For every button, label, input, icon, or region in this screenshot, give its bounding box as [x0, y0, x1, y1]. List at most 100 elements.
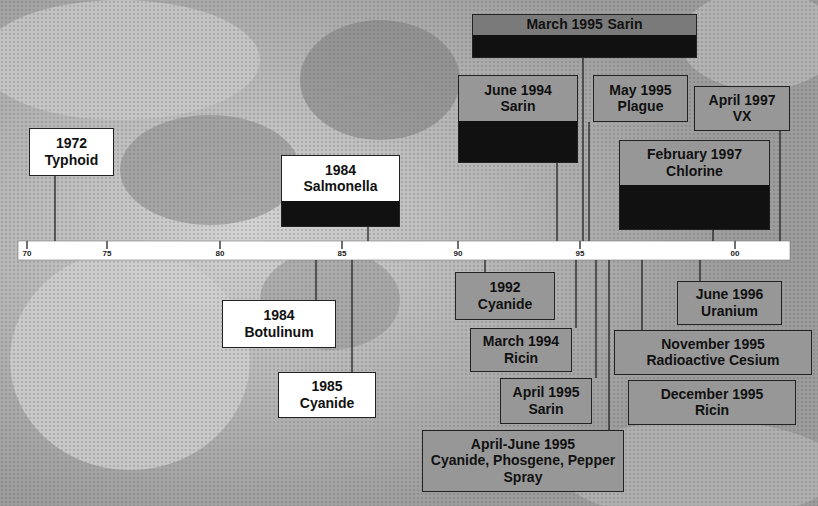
event-date: 1992 [489, 279, 520, 295]
event-text-area: 1984Botulinum [223, 301, 335, 346]
axis-year-label: 85 [330, 249, 354, 259]
event-box: June 1996Uranium [677, 281, 782, 325]
event-box: April 1995Sarin [500, 378, 592, 424]
event-stem [608, 260, 609, 430]
axis-year-label: 80 [208, 249, 232, 259]
event-date: May 1995 [609, 82, 671, 98]
event-stem [595, 260, 596, 378]
event-box: 1984Salmonella [281, 155, 400, 227]
event-stem [582, 58, 583, 241]
event-date: June 1994 [484, 82, 552, 98]
event-stem [779, 131, 780, 241]
tick-mark [579, 241, 580, 249]
event-text-area: February 1997Chlorine [620, 141, 769, 184]
event-stem [712, 230, 713, 241]
event-box: February 1997Chlorine [619, 140, 770, 230]
event-date: November 1995 [661, 336, 765, 352]
event-text-area: March 1994Ricin [471, 329, 571, 370]
event-stem [699, 260, 700, 281]
event-date: March 1995 [526, 16, 602, 32]
event-box: March 1995 Sarin [472, 14, 697, 58]
event-text-area: April-June 1995Cyanide, Phosgene, Pepper… [423, 431, 623, 490]
event-date: 1984 [325, 162, 356, 178]
event-stem [54, 176, 55, 241]
event-box: April-June 1995Cyanide, Phosgene, Pepper… [422, 430, 624, 492]
event-agent: Ricin [695, 402, 729, 418]
event-text-area: June 1996Uranium [678, 282, 781, 323]
event-date: April 1997 [709, 92, 776, 108]
event-text-area: 1992Cyanide [456, 273, 554, 318]
axis-year-label: 70 [15, 249, 39, 259]
event-agent: Uranium [701, 303, 758, 319]
tick-mark [341, 241, 342, 249]
event-text-area: April 1995Sarin [501, 379, 591, 422]
tick-mark [734, 241, 735, 249]
event-stem [367, 227, 368, 241]
event-box: April 1997VX [694, 86, 790, 131]
event-agent: Ricin [504, 350, 538, 366]
event-text-area: May 1995Plague [594, 76, 687, 120]
event-box: 1992Cyanide [455, 272, 555, 320]
event-date: 1972 [56, 135, 87, 151]
event-agent: Cyanide [478, 296, 532, 312]
event-date: March 1994 [483, 333, 559, 349]
axis-year-label: 95 [568, 249, 592, 259]
event-box: 1985Cyanide [278, 372, 376, 418]
event-date: June 1996 [696, 286, 764, 302]
event-date: 1984 [263, 307, 294, 323]
event-box: 1984Botulinum [222, 300, 336, 348]
event-text-area: 1984Salmonella [282, 156, 399, 200]
axis-year-label: 90 [446, 249, 470, 259]
event-stem [351, 260, 352, 372]
axis-ticks [27, 241, 735, 249]
event-stem [588, 122, 589, 241]
event-box: 1972Typhoid [29, 128, 114, 176]
event-text-area: November 1995Radioactive Cesium [615, 331, 811, 373]
axis-year-label: 00 [723, 249, 747, 259]
event-agent: Typhoid [45, 152, 98, 168]
event-stem [315, 260, 316, 300]
event-stem [556, 163, 557, 241]
event-text-area: 1972Typhoid [30, 129, 113, 174]
tick-mark [26, 241, 27, 249]
event-agent: Plague [618, 98, 664, 114]
event-box: May 1995Plague [593, 75, 688, 122]
event-text-area: December 1995Ricin [629, 381, 795, 423]
tick-mark [219, 241, 220, 249]
event-agent: Chlorine [666, 163, 723, 179]
event-box: June 1994Sarin [458, 75, 578, 163]
event-date: December 1995 [661, 386, 764, 402]
event-agent: Radioactive Cesium [646, 352, 779, 368]
event-text-area: June 1994Sarin [459, 76, 577, 120]
event-date: February 1997 [647, 146, 742, 162]
event-text-area: April 1997VX [695, 87, 789, 129]
tick-mark [106, 241, 107, 249]
event-agent: Botulinum [244, 324, 313, 340]
event-date: April-June 1995 [471, 436, 575, 452]
event-agent: Sarin [608, 16, 643, 32]
event-agent: Cyanide, Phosgene, Pepper Spray [427, 452, 619, 484]
event-text-area: 1985Cyanide [279, 373, 375, 416]
axis-year-label: 75 [95, 249, 119, 259]
event-stem [575, 260, 576, 328]
axis-bar [18, 241, 790, 260]
event-stem [484, 260, 485, 272]
event-box: December 1995Ricin [628, 380, 796, 425]
event-agent: Sarin [528, 401, 563, 417]
event-date: 1985 [311, 378, 342, 394]
event-date: April 1995 [513, 384, 580, 400]
event-box: March 1994Ricin [470, 328, 572, 372]
event-stem [641, 260, 642, 330]
event-agent: Sarin [500, 98, 535, 114]
event-agent: Salmonella [304, 178, 378, 194]
event-agent: VX [733, 108, 752, 124]
event-text-area: March 1995 Sarin [473, 15, 696, 34]
event-agent: Cyanide [300, 395, 354, 411]
event-box: November 1995Radioactive Cesium [614, 330, 812, 375]
tick-mark [457, 241, 458, 249]
